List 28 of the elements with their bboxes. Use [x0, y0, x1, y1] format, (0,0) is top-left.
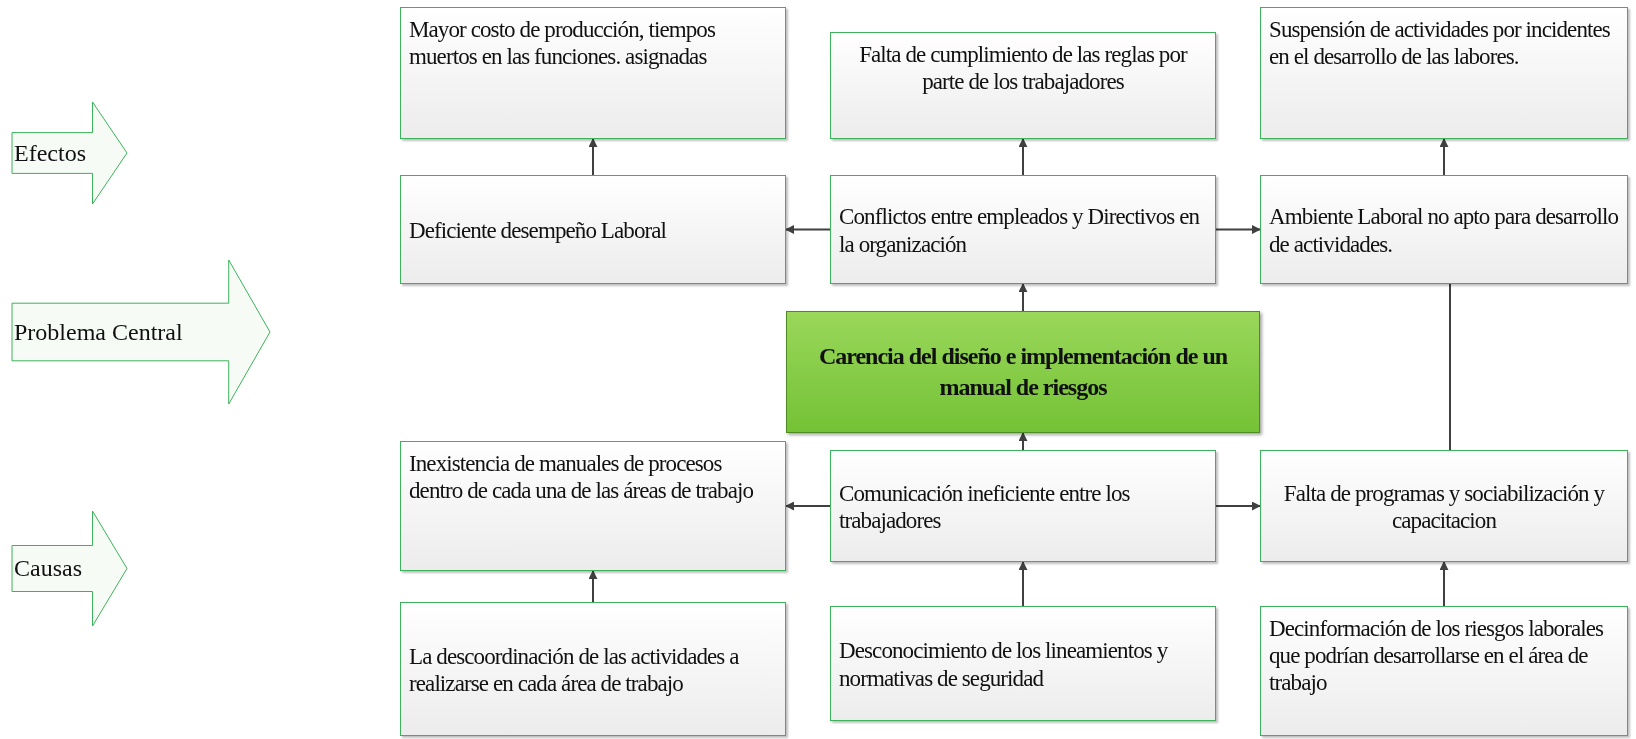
arrow	[785, 501, 831, 511]
arrow	[1439, 561, 1449, 607]
process-box: Conflictos entre empleados y Directivos en la organización	[830, 175, 1216, 284]
problem-box: Carencia del diseño e implementación de un manual de riesgos	[786, 311, 1260, 433]
arrow	[588, 138, 598, 176]
arrow	[1439, 138, 1449, 176]
process-box: Desconocimiento de los lineamientos y normativas de seguridad	[830, 606, 1216, 721]
process-box: Falta de programas y sociabilización y capacitacion	[1260, 450, 1628, 562]
arrow	[1018, 432, 1028, 451]
section-label: Efectos	[13, 139, 86, 167]
arrow	[1215, 225, 1261, 234]
arrow	[1018, 138, 1028, 176]
arrow	[588, 570, 598, 603]
section-label: Problema Central	[13, 318, 183, 346]
arrow	[1215, 501, 1261, 511]
section-label: Causas	[13, 555, 82, 582]
process-box: Comunicación ineficiente entre los trabajadores	[830, 450, 1216, 562]
process-box: Inexistencia de manuales de procesos dentro de cada una de las áreas de trabajo	[400, 441, 786, 571]
process-box: Deficiente desempeño Laboral	[400, 175, 786, 284]
arrow	[785, 225, 831, 234]
arrow	[1018, 283, 1028, 312]
process-box: La descoordinación de las actividades a realizarse en cada área de trabajo	[400, 602, 786, 736]
process-box: Mayor costo de producción, tiempos muertos en las funciones. asignadas	[400, 7, 786, 139]
process-box: Suspensión de actividades por incidentes en el desarrollo de las labores.	[1260, 7, 1628, 139]
process-box: Falta de cumplimiento de las reglas por parte de los trabajadores	[830, 32, 1216, 139]
arrow	[1018, 561, 1028, 607]
process-box: Decinformación de los riesgos laborales que podrían desarrollarse en el área de trabajo	[1260, 606, 1628, 736]
process-box: Ambiente Laboral no apto para desarrollo de actividades.	[1260, 175, 1628, 284]
